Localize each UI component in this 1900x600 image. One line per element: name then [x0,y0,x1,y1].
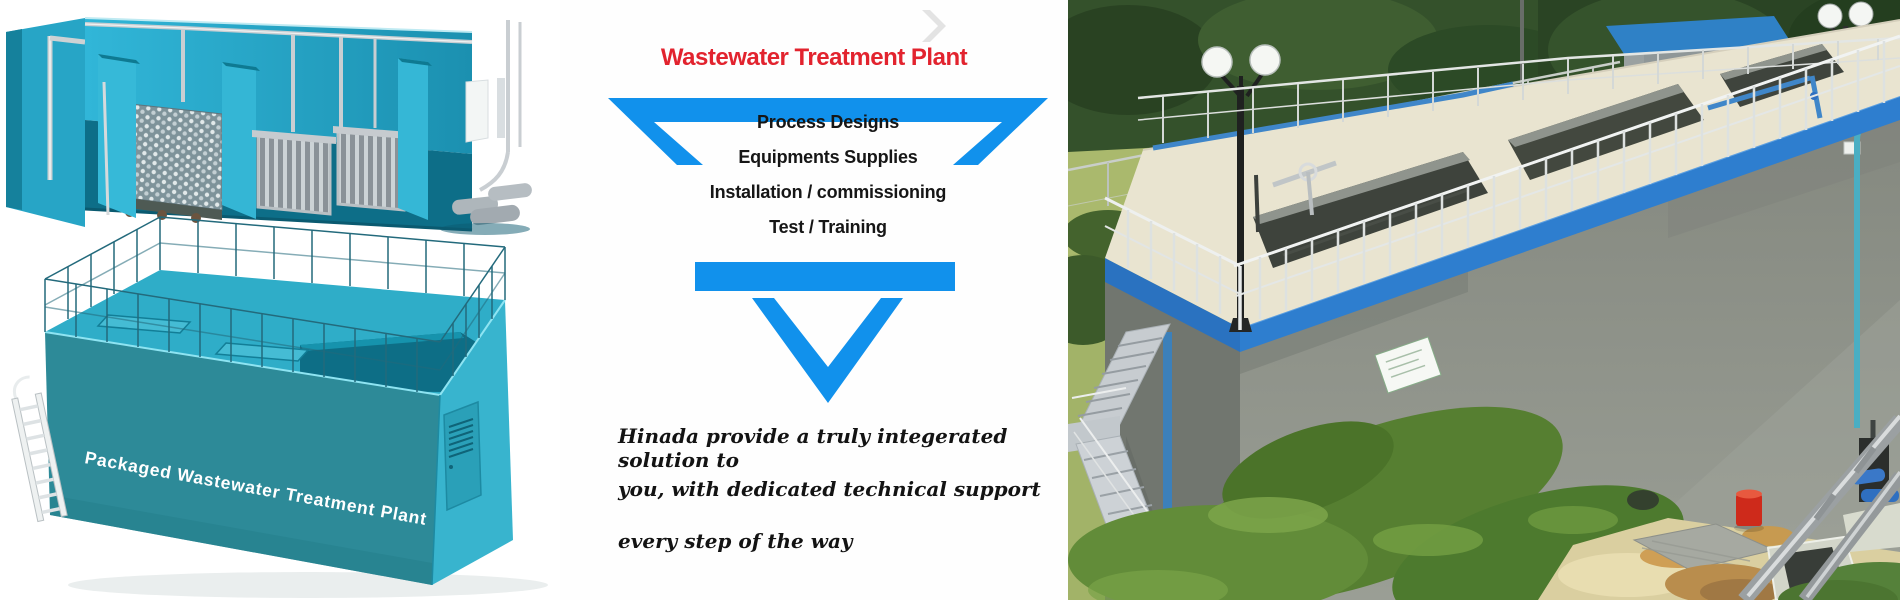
equipment-room [440,20,532,235]
overhead-pipes [84,22,473,44]
packaged-render: Packaged Wastewater Treatment Plant [11,216,548,598]
deck-lamp-post [1201,44,1281,332]
foreground-ground [1068,406,1900,600]
funnel-top-shape [608,98,1048,165]
tagline-line-2: you, with dedicated technical support [618,477,1041,501]
dark-debris [1627,490,1659,510]
service-item-1: Process Designs [756,112,900,132]
stair-support-post [1163,332,1172,564]
funnel-arrow-shape [752,298,903,403]
site-photo-section [1068,0,1900,600]
foreground-handrail-pipe [1738,414,1900,600]
service-item-3: Installation / commissioning [709,182,947,202]
watermark-chevron-icon [922,10,946,42]
service-item-4: Test / Training [769,217,887,237]
near-railing [1104,34,1900,330]
tagline-line-3: every step of the way [618,529,853,553]
partition-1 [98,54,140,218]
partition-3 [398,58,432,220]
funnel-bar-shape [695,262,955,291]
partition-2 [222,62,260,219]
site-photo [1068,0,1900,600]
unit-railing [44,216,506,392]
services-funnel-section: Wastewater Treatment Plant Process Desig… [560,0,1068,600]
unit-shadow [68,572,548,598]
deck-pipes [1152,75,1823,233]
door-vent-grille [448,418,474,458]
media-bed [111,28,223,223]
far-railing [1137,36,1900,143]
service-item-2: Equipments Supplies [738,147,918,167]
membrane-racks [252,34,409,216]
unit-door [443,400,482,512]
wall-sign [1374,336,1442,394]
section-title: Wastewater Treatment Plant [660,44,968,71]
access-ladder [11,375,68,523]
unit-front-face [44,331,441,585]
tagline-line-1: Hinada provide a truly integerated solut… [618,424,1008,472]
funnel-graphic [608,10,1048,403]
cutaway-left-wall [6,18,86,227]
cutaway-render [6,17,532,235]
unit-right-face [431,299,513,586]
product-renders-section: Packaged Wastewater Treatment Plant [0,0,560,600]
red-bucket [1736,489,1762,526]
